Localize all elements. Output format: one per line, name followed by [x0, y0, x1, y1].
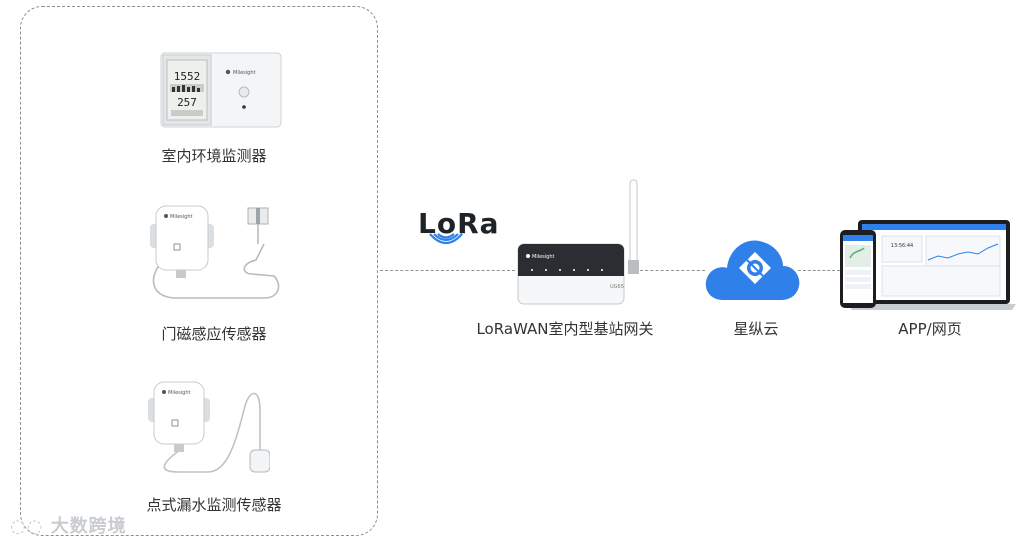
watermark-text: 大数跨境	[50, 516, 127, 537]
leak-sensor-label: 点式漏水监测传感器	[146, 496, 282, 514]
gateway-label: LoRaWAN室内型基站网关	[476, 320, 654, 338]
cloud-label: 星纵云	[733, 320, 779, 338]
door-brand: Milesight	[170, 214, 193, 220]
cloud-icon	[705, 240, 800, 300]
connector-gateway-to-cloud	[640, 270, 705, 271]
leak-sensor-image: Milesight	[148, 381, 270, 473]
watermark-logo-icon: ◌◌	[10, 516, 51, 537]
watermark: ◌◌ 大数跨境	[10, 512, 127, 538]
door-sensor-image: Milesight	[150, 205, 280, 299]
device-group-frame	[20, 6, 378, 536]
env-display-bottom: 257	[177, 96, 197, 109]
app-clock: 13:56:44	[891, 243, 913, 249]
env-brand: Milesight	[233, 70, 256, 76]
leak-brand: Milesight	[168, 390, 191, 396]
connector-devices-to-gateway	[380, 270, 515, 271]
env-monitor-image: 1552 257 Milesight	[160, 52, 282, 128]
env-monitor-label: 室内环境监测器	[161, 147, 267, 165]
env-display-top: 1552	[174, 70, 201, 83]
gateway-image: Milesight UG65	[517, 179, 639, 305]
gateway-model: UG65	[610, 284, 624, 290]
connector-cloud-to-app	[798, 270, 840, 271]
app-label: APP/网页	[898, 320, 962, 338]
app-devices-image: 13:56:44	[840, 220, 1016, 310]
gateway-brand: Milesight	[532, 254, 555, 260]
lora-signal-icon	[429, 233, 463, 245]
door-sensor-label: 门磁感应传感器	[161, 325, 267, 343]
